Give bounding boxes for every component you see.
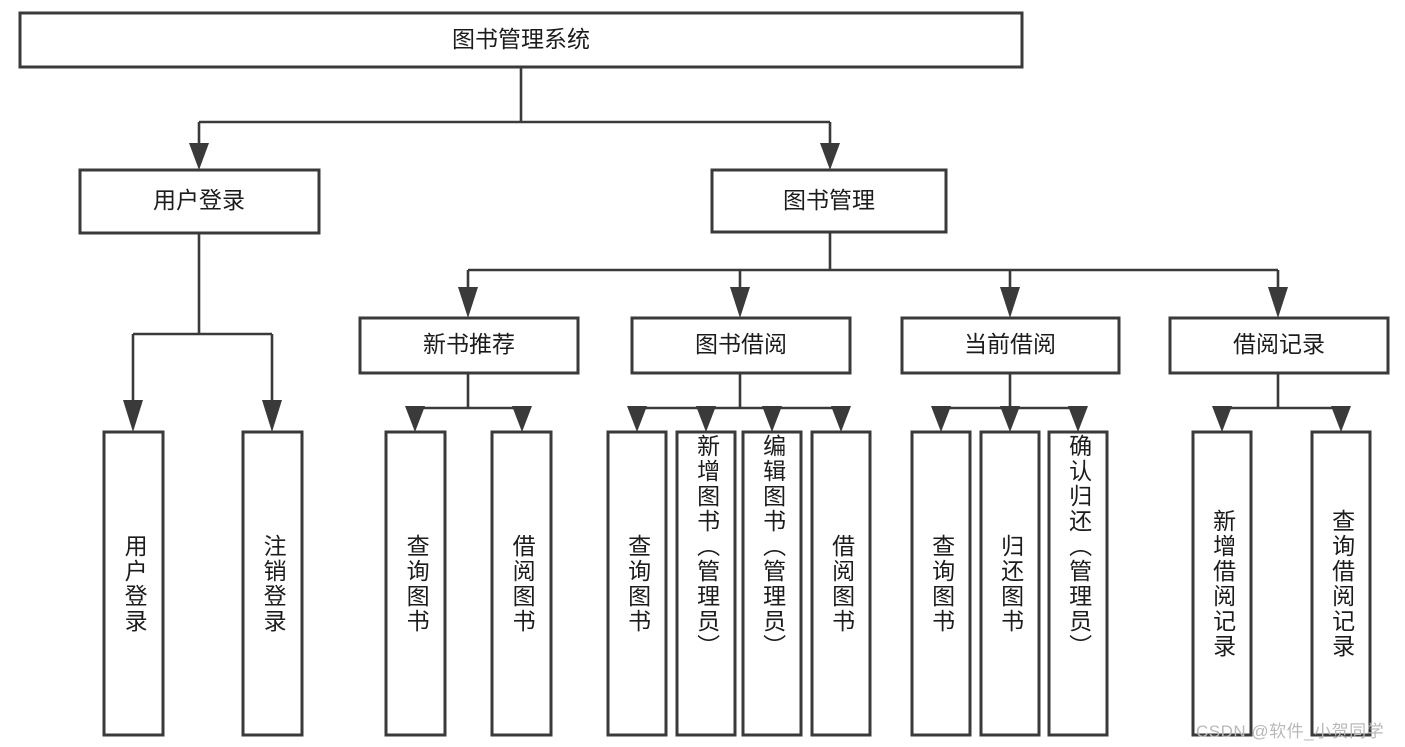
node-book-manage-label: 图书管理 (783, 187, 875, 213)
arrowhead-leaf-br-1 (1212, 406, 1232, 432)
connector-group-root (189, 67, 840, 170)
leaf-box-bb-4[interactable] (810, 430, 872, 737)
arrowhead-new-book-recommend (458, 287, 478, 318)
node-new-book-recommend-label: 新书推荐 (423, 331, 515, 357)
arrowhead-leaf-bb-3 (762, 406, 782, 432)
arrowhead-leaf-nbr-2 (512, 406, 532, 432)
arrowhead-leaf-bb-4 (831, 406, 851, 432)
node-root-label: 图书管理系统 (452, 26, 590, 52)
connector-group-book-manage (458, 233, 1288, 318)
leaf-box-bb-1[interactable] (606, 430, 668, 737)
arrowhead-leaf-nbr-1 (405, 406, 425, 432)
node-root-box[interactable] (18, 11, 1024, 69)
arrowhead-leaf-cb-1 (931, 406, 951, 432)
leaf-box-cb-2[interactable] (979, 430, 1041, 737)
arrowhead-borrow-records (1268, 287, 1288, 318)
arrowhead-current-borrow (1000, 287, 1020, 318)
leaf-box-cb-1[interactable] (910, 430, 972, 737)
arrowhead-user-login (189, 143, 209, 170)
connector-group-current-borrow (931, 373, 1088, 432)
connector-group-user-login (123, 233, 282, 432)
node-book-borrow-label: 图书借阅 (695, 331, 787, 357)
leaf-box-user-login-1[interactable] (102, 430, 165, 737)
arrowhead-leaf-user-login-2 (262, 400, 282, 432)
arrowhead-book-borrow (730, 287, 750, 318)
leaf-box-bb-3[interactable] (741, 430, 803, 737)
leaf-box-nbr-1[interactable] (384, 430, 447, 737)
arrowhead-leaf-bb-1 (627, 406, 647, 432)
arrowhead-leaf-br-2 (1331, 406, 1351, 432)
node-book-manage-box[interactable] (710, 168, 948, 234)
node-user-login-box[interactable] (78, 168, 321, 235)
arrowhead-leaf-user-login-1 (123, 400, 143, 432)
connector-group-book-borrow (627, 373, 851, 432)
connector-group-borrow-records (1212, 373, 1351, 432)
arrowhead-leaf-cb-3 (1068, 406, 1088, 432)
node-borrow-records-label: 借阅记录 (1233, 331, 1325, 357)
node-borrow-records-box[interactable] (1168, 316, 1390, 375)
arrowhead-leaf-cb-2 (1000, 406, 1020, 432)
leaf-box-br-1[interactable] (1191, 430, 1253, 737)
node-book-borrow-box[interactable] (630, 316, 852, 375)
node-user-login-label: 用户登录 (153, 187, 245, 213)
node-current-borrow-label: 当前借阅 (964, 331, 1056, 357)
leaf-box-bb-2[interactable] (675, 430, 737, 737)
connector-group-new-book-recommend (405, 373, 532, 432)
leaf-box-nbr-2[interactable] (490, 430, 553, 737)
arrowhead-leaf-bb-2 (696, 406, 716, 432)
csdn-watermark: CSDN @软件_小贺同学 (1196, 722, 1385, 741)
leaf-box-br-2[interactable] (1310, 430, 1372, 737)
node-current-borrow-box[interactable] (900, 316, 1121, 375)
arrowhead-book-manage (820, 143, 840, 170)
leaf-box-user-login-2[interactable] (241, 430, 304, 737)
leaf-box-cb-3[interactable] (1047, 430, 1109, 737)
node-new-book-recommend-box[interactable] (358, 316, 580, 375)
